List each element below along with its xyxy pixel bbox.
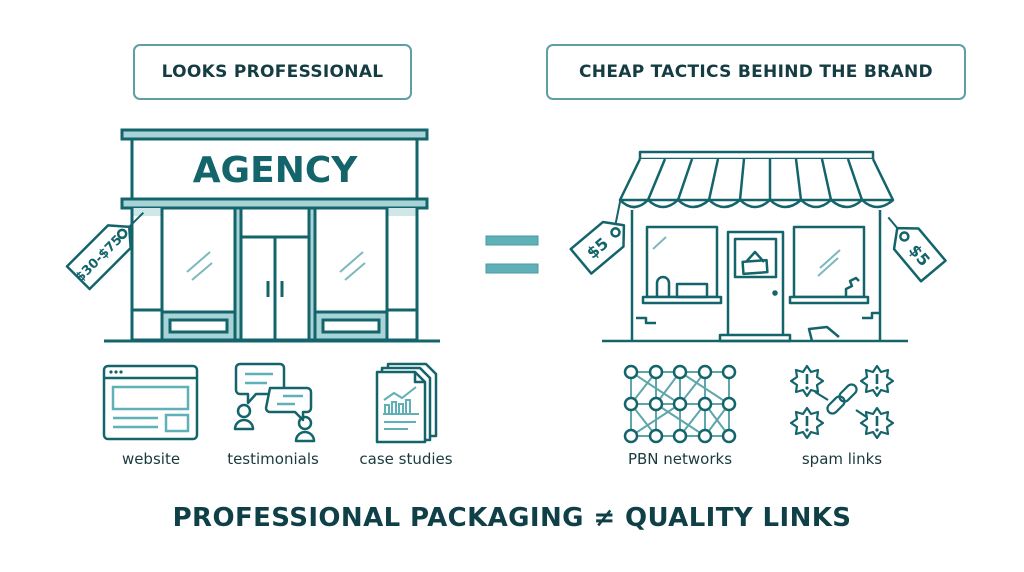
spam-links-label: spam links [801, 450, 883, 468]
website-icon [102, 364, 199, 441]
case-studies-label: case studies [359, 450, 453, 468]
website-label: website [121, 450, 181, 468]
price-tag-left-icon: $5 [569, 199, 626, 275]
price-tag-right-icon: $5 [887, 216, 947, 283]
testimonials-label: testimonials [227, 450, 319, 468]
left-heading: LOOKS PROFESSIONAL [161, 62, 384, 82]
footer-tagline: PROFESSIONAL PACKAGING ≠ QUALITY LINKS [172, 503, 852, 533]
equals-icon [485, 235, 539, 274]
cheap-tactics-label: CHEAP TACTICS BEHIND THE BRAND [546, 44, 966, 100]
spam-links-icon [789, 364, 895, 440]
looks-professional-label: LOOKS PROFESSIONAL [133, 44, 412, 100]
right-heading: CHEAP TACTICS BEHIND THE BRAND [579, 62, 933, 82]
pbn-networks-label: PBN networks [627, 450, 733, 468]
testimonials-icon [233, 362, 316, 443]
agency-sign-text: AGENCY [193, 150, 359, 191]
case-studies-icon [375, 362, 438, 444]
network-icon [623, 364, 737, 444]
